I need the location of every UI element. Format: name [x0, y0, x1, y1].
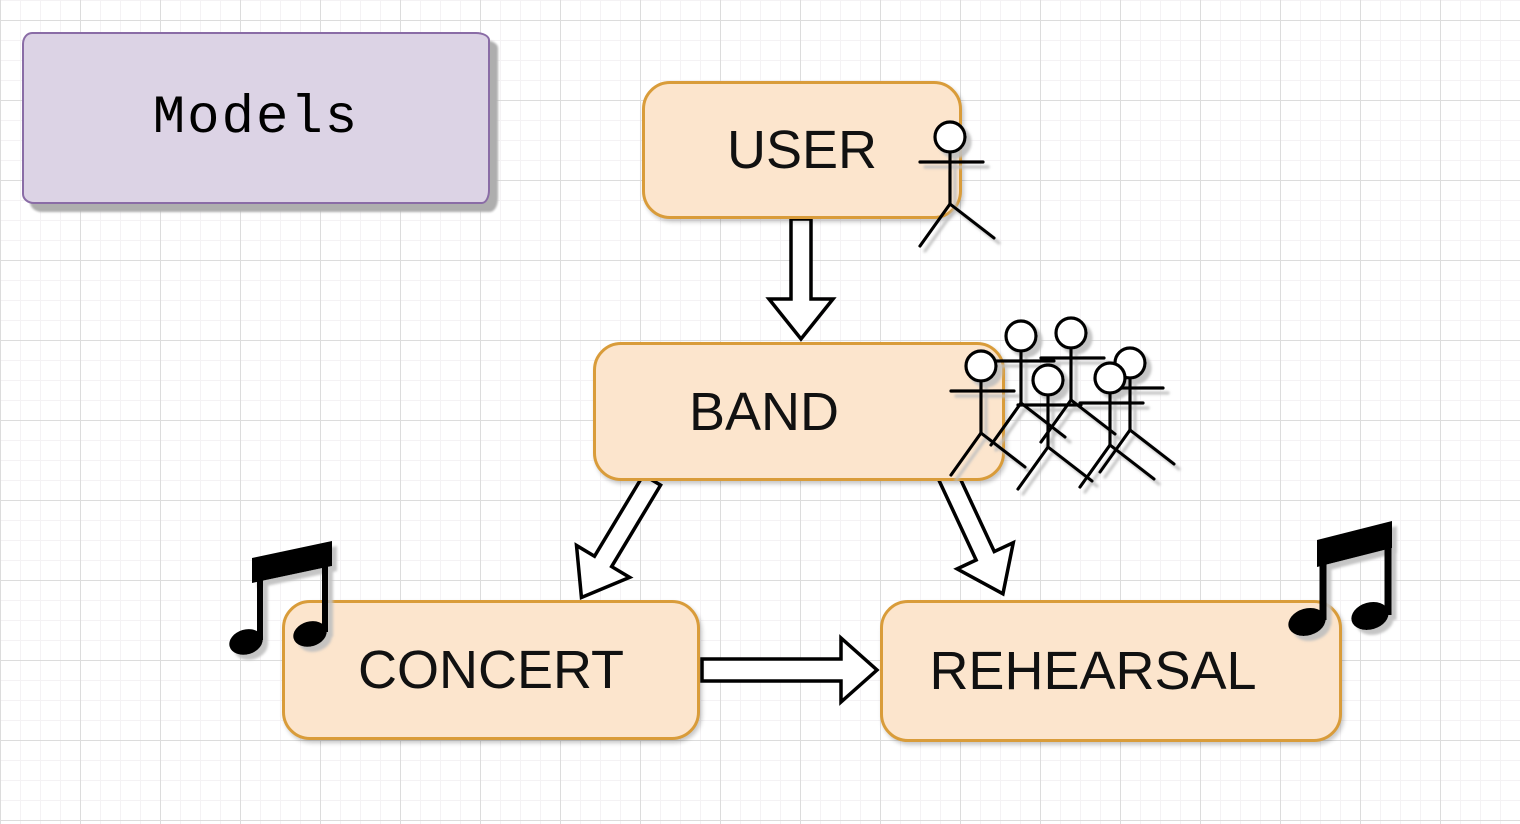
node-concert-label: CONCERT [357, 640, 625, 700]
node-rehearsal: REHEARSAL [880, 600, 1342, 742]
node-band-label: BAND [688, 381, 840, 442]
music-note-icon [229, 541, 332, 655]
node-band: BAND [593, 342, 1005, 481]
legend-label: Models [152, 87, 360, 149]
arrow-band-to-concert [574, 472, 663, 600]
node-user: USER [642, 81, 962, 219]
stick-figure-group-icon [949, 316, 1176, 491]
node-rehearsal-label: REHEARSAL [929, 641, 1257, 701]
node-user-label: USER [726, 120, 878, 180]
music-note-icon [1288, 521, 1392, 636]
arrow-concert-to-rehearsal [700, 634, 880, 706]
arrow-user-to-band [765, 217, 837, 342]
stick-figure-icon [918, 120, 996, 248]
legend-models: Models [22, 32, 490, 204]
node-concert: CONCERT [282, 600, 700, 740]
arrow-band-to-rehearsal [936, 469, 1016, 597]
